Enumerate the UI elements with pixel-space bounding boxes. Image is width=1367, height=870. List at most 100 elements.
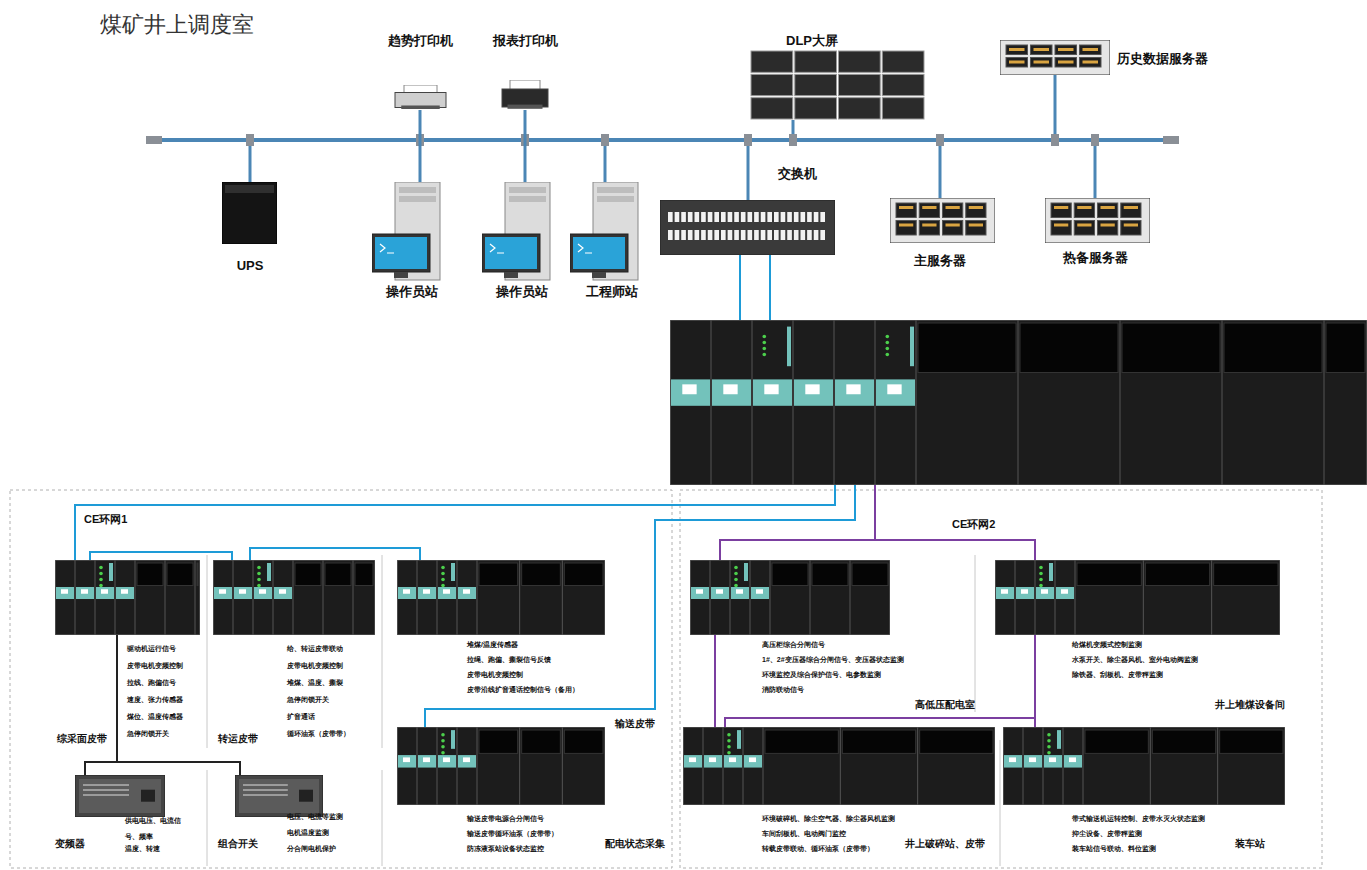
switch-port xyxy=(714,230,719,240)
module-logo xyxy=(729,757,736,762)
divider xyxy=(1000,740,1001,866)
drive-bay xyxy=(1055,45,1077,55)
switch-port xyxy=(767,212,772,222)
drive-bay xyxy=(919,221,939,236)
device-icon xyxy=(683,727,995,805)
device-icon xyxy=(1003,727,1285,805)
module-band xyxy=(1064,755,1082,767)
printer-body xyxy=(395,93,446,108)
signal-item: 装车站信号联动、料位监测 xyxy=(1072,845,1156,853)
status-led xyxy=(886,341,890,345)
drive-led xyxy=(1083,61,1099,64)
drive-led xyxy=(1009,61,1025,64)
node-label: DLP大屏 xyxy=(786,33,838,49)
drive-led xyxy=(1058,48,1074,51)
module-strip xyxy=(1049,563,1053,581)
screen-tile xyxy=(839,98,881,119)
module-edge xyxy=(519,560,520,635)
module-screen xyxy=(479,563,518,586)
module-edge xyxy=(1055,560,1056,635)
module-edge xyxy=(437,727,438,805)
module-band xyxy=(711,587,729,599)
device-icon xyxy=(372,182,442,282)
module-band xyxy=(1056,587,1074,599)
node-label: 工程师站 xyxy=(586,284,638,300)
device-node: 趋势打印机 xyxy=(393,85,448,110)
node-label: 输送皮带 xyxy=(615,718,655,730)
switch-port xyxy=(761,212,766,222)
module-logo xyxy=(61,589,68,594)
signal-item: 环境破碎机、除尘空气器、除尘器风机监测 xyxy=(762,815,895,823)
switch-port xyxy=(794,212,799,222)
device-node: 报表打印机 xyxy=(500,80,550,110)
printer-tray xyxy=(401,106,440,110)
switch-port xyxy=(741,212,746,222)
drive-bay xyxy=(943,221,963,236)
screen-tile xyxy=(795,51,837,72)
module-strip xyxy=(744,563,748,581)
rack-body xyxy=(1003,727,1285,805)
drive-bay xyxy=(896,203,916,218)
drive-bay xyxy=(1098,221,1118,236)
device-icon xyxy=(213,560,375,635)
module-band xyxy=(418,755,436,767)
switch-port xyxy=(807,212,812,222)
device-icon xyxy=(690,560,890,635)
module-band xyxy=(418,587,436,599)
status-led xyxy=(763,353,767,357)
switch-port xyxy=(734,230,739,240)
signal-item: 循环油泵（皮带带） xyxy=(287,730,350,738)
signal-item: 急停闭锁开关 xyxy=(287,696,329,704)
drive-bay xyxy=(1098,203,1118,218)
module-band xyxy=(1036,587,1054,599)
status-led xyxy=(1039,566,1043,570)
status-led xyxy=(257,584,261,588)
network-link xyxy=(1034,635,1036,727)
monitor-stand xyxy=(504,272,518,278)
left-region xyxy=(10,490,672,868)
signal-item: 拉绳、跑偏、撕裂信号反馈 xyxy=(467,656,551,664)
bus-drop xyxy=(1094,140,1097,198)
module-logo xyxy=(696,589,703,594)
pc-drive xyxy=(597,196,634,202)
module-screen xyxy=(1122,323,1220,373)
network-link xyxy=(524,110,527,182)
switch-port xyxy=(728,212,733,222)
switch-port xyxy=(721,212,726,222)
status-led xyxy=(441,584,445,588)
node-label: 操作员站 xyxy=(496,284,548,300)
module-band xyxy=(753,379,792,405)
bus-drop xyxy=(1054,75,1057,140)
module-edge xyxy=(750,560,751,635)
drive-bay xyxy=(1031,45,1053,55)
monitor-frame xyxy=(570,234,628,272)
switch-port xyxy=(695,230,700,240)
module-logo xyxy=(1001,589,1008,594)
module-logo xyxy=(403,757,410,762)
network-link xyxy=(90,552,232,560)
module-strip xyxy=(109,563,113,581)
network-link xyxy=(85,635,117,775)
signal-item: 驱动机运行信号 xyxy=(127,645,176,653)
module-logo xyxy=(1069,757,1076,762)
drive-bay xyxy=(1121,203,1141,218)
module-strip xyxy=(737,730,741,749)
module-band xyxy=(876,379,915,405)
status-led xyxy=(257,572,261,576)
module-logo xyxy=(1061,589,1068,594)
module-edge xyxy=(233,560,234,635)
switch-port xyxy=(741,230,746,240)
module-edge xyxy=(723,727,724,805)
device-icon xyxy=(1045,198,1150,243)
device-display xyxy=(141,790,155,802)
drive-bay xyxy=(1051,221,1071,236)
module-logo xyxy=(121,589,128,594)
module-edge xyxy=(703,727,704,805)
module-edge xyxy=(763,727,764,805)
status-led xyxy=(441,745,445,749)
module-logo xyxy=(463,589,470,594)
status-led xyxy=(763,341,767,345)
pc-drive xyxy=(597,187,634,193)
switch-port xyxy=(767,230,772,240)
divider xyxy=(382,555,383,748)
